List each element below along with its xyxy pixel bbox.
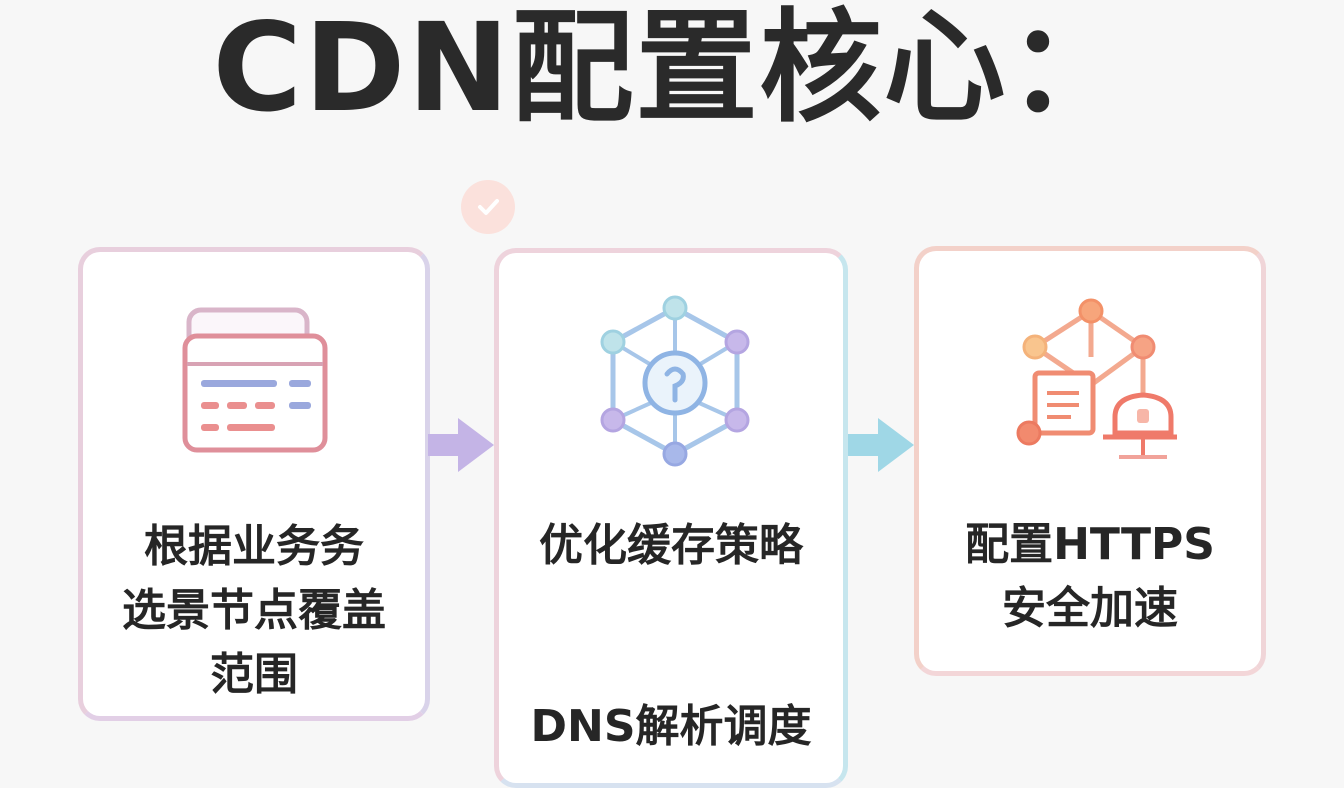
network-lock-icon <box>1016 298 1177 459</box>
card-3-line-2: 安全加速 <box>1002 583 1178 634</box>
card-1-line-1: 根据业务务 <box>144 521 364 572</box>
arrow-right-icon <box>428 418 494 472</box>
page-title: CDN配置核心： <box>212 0 1132 139</box>
step-card-2: 优化缓存策略 DNS解析调度 <box>494 248 848 788</box>
step-card-1: 根据业务务 选景节点覆盖 范围 <box>78 247 430 721</box>
step-card-3: 配置HTTPS 安全加速 <box>914 246 1266 676</box>
network-node-icon <box>600 295 750 467</box>
arrow-right-icon <box>848 418 914 472</box>
card-2-line-2: DNS解析调度 <box>530 701 812 752</box>
card-3-line-1: 配置HTTPS <box>965 519 1215 570</box>
browser-window-icon <box>182 307 328 453</box>
card-1-line-3: 范围 <box>210 649 298 700</box>
check-icon <box>461 180 515 234</box>
card-2-line-1: 优化缓存策略 <box>539 520 803 571</box>
card-1-line-2: 选景节点覆盖 <box>122 585 386 636</box>
